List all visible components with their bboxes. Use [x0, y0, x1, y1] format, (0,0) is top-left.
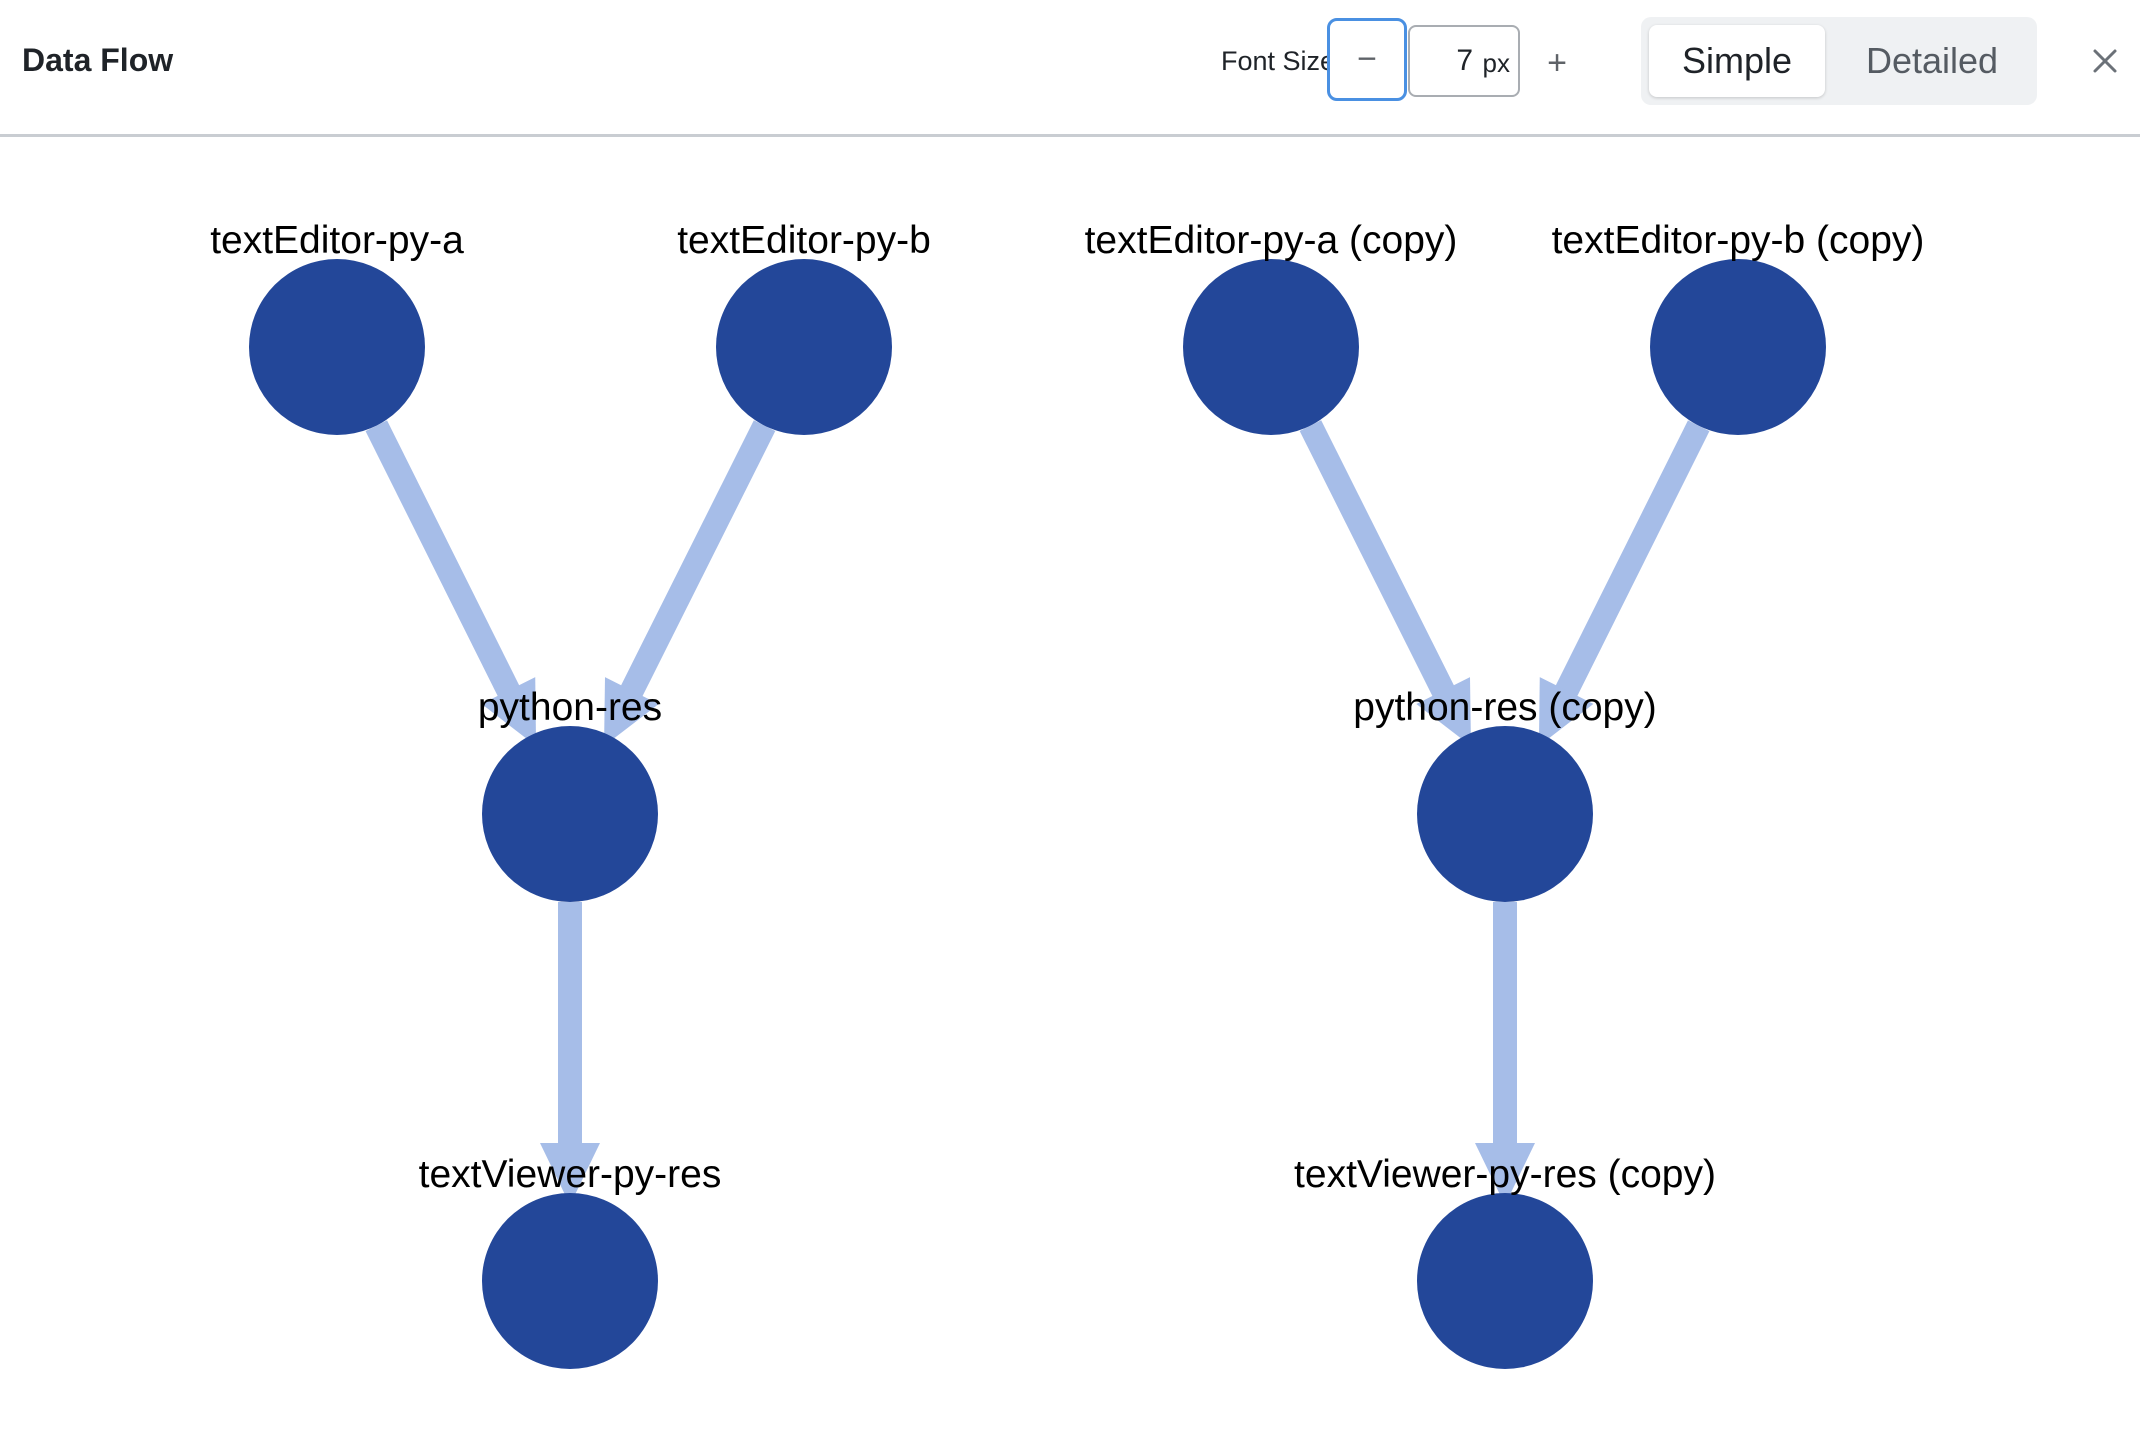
close-icon — [2093, 49, 2117, 73]
node-texteditor-py-b-copy[interactable] — [1650, 259, 1826, 435]
node-label-textviewer-py-res: textViewer-py-res — [419, 1153, 722, 1196]
edge-arrowhead — [481, 677, 537, 746]
font-size-label: Font Size — [1221, 46, 1336, 76]
edge-line — [1554, 420, 1710, 700]
node-texteditor-py-a[interactable] — [249, 259, 425, 435]
font-size-unit: px — [1482, 48, 1510, 78]
font-size-increment-button[interactable]: + — [1547, 44, 1567, 82]
edge-arrowhead — [604, 677, 659, 747]
node-label-texteditor-py-b: textEditor-py-b — [677, 219, 931, 262]
node-texteditor-py-a-copy[interactable] — [1183, 259, 1359, 435]
node-label-texteditor-py-a: textEditor-py-a — [210, 219, 464, 262]
edge-pc-to-vc — [1475, 902, 1535, 1205]
dialog-title: Data Flow — [22, 42, 174, 78]
node-label-python-res: python-res — [478, 686, 662, 729]
node-texteditor-py-b[interactable] — [716, 259, 892, 435]
font-size-value: 7 — [1456, 44, 1473, 77]
edge-p-to-v — [540, 902, 600, 1205]
edge-a-to-p — [365, 420, 537, 746]
node-textviewer-py-res-copy[interactable] — [1417, 1193, 1593, 1369]
node-label-texteditor-py-b-copy: textEditor-py-b (copy) — [1552, 219, 1925, 262]
edge-ac-to-pc — [1299, 420, 1471, 747]
node-label-python-res-copy: python-res (copy) — [1353, 686, 1656, 729]
node-python-res-copy[interactable] — [1417, 726, 1593, 902]
edge-line — [365, 420, 521, 700]
close-button[interactable] — [2080, 36, 2130, 86]
node-python-res[interactable] — [482, 726, 658, 902]
edge-line — [1299, 420, 1456, 700]
edge-b-to-p — [604, 420, 776, 747]
edge-bc-to-pc — [1538, 420, 1710, 746]
edge-arrowhead — [1416, 677, 1471, 747]
mode-detailed-button[interactable]: Detailed — [1865, 40, 1999, 81]
node-label-texteditor-py-a-copy: textEditor-py-a (copy) — [1085, 219, 1458, 262]
font-size-input[interactable]: 7 px — [1408, 25, 1520, 97]
view-mode-toggle: Simple Detailed — [1641, 17, 2037, 105]
edge-line — [619, 420, 776, 700]
font-size-decrement-button[interactable]: − — [1327, 18, 1407, 101]
node-textviewer-py-res[interactable] — [482, 1193, 658, 1369]
edge-arrowhead — [540, 1143, 600, 1205]
node-label-textviewer-py-res-copy: textViewer-py-res (copy) — [1294, 1153, 1716, 1196]
edge-arrowhead — [1538, 677, 1594, 746]
mode-simple-button[interactable]: Simple — [1649, 25, 1825, 97]
dialog-header: Data Flow Font Size − 7 px + Simple Deta… — [0, 0, 2140, 137]
edge-arrowhead — [1475, 1143, 1535, 1205]
data-flow-graph: textEditor-py-a textEditor-py-b textEditor… — [210, 219, 1925, 1369]
